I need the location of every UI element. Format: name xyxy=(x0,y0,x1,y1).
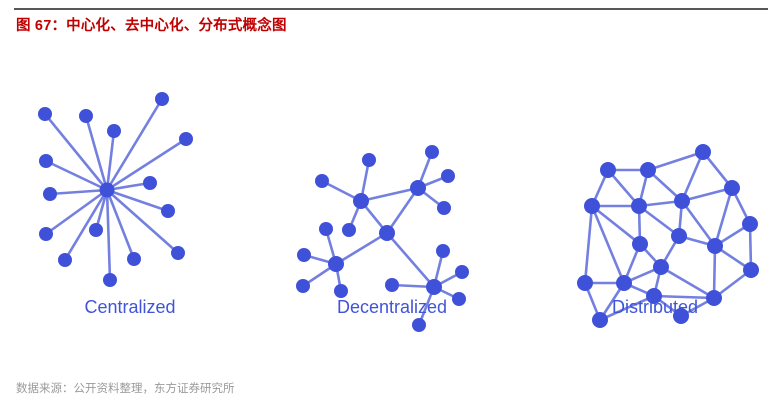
caption-decentralized: Decentralized xyxy=(336,297,448,317)
graph-edge xyxy=(84,114,109,192)
graph-node xyxy=(412,318,426,332)
graph-edge xyxy=(359,186,420,203)
graph-node xyxy=(653,259,669,275)
node-layer xyxy=(296,145,469,332)
graph-node xyxy=(315,174,329,188)
graph-centralized xyxy=(38,92,193,287)
node-layer xyxy=(577,144,759,328)
graph-node xyxy=(296,279,310,293)
graph-node xyxy=(107,124,121,138)
graph-node xyxy=(99,182,115,198)
graph-edge xyxy=(659,265,716,300)
graph-edge xyxy=(43,112,109,192)
graph-edge xyxy=(590,204,626,285)
graph-edge xyxy=(680,150,705,203)
graph-edge xyxy=(105,97,164,192)
graph-node xyxy=(426,279,442,295)
graph-edge xyxy=(105,129,116,192)
graph-node xyxy=(584,198,600,214)
graph-node xyxy=(38,107,52,121)
graph-edge xyxy=(637,204,681,238)
graph-edge xyxy=(712,244,717,300)
graph-node xyxy=(155,92,169,106)
graph-edge xyxy=(105,137,188,192)
graph-node xyxy=(161,204,175,218)
graph-node xyxy=(673,308,689,324)
graph-edge xyxy=(385,231,436,289)
graph-edge xyxy=(646,150,705,172)
graph-edge xyxy=(598,294,656,322)
diagram-plot-area xyxy=(0,48,782,348)
node-layer xyxy=(38,92,193,287)
graph-distributed xyxy=(577,144,759,328)
graph-node xyxy=(436,244,450,258)
graph-node xyxy=(171,246,185,260)
graph-node xyxy=(297,248,311,262)
graph-node xyxy=(143,176,157,190)
graph-node xyxy=(103,273,117,287)
graph-node xyxy=(127,252,141,266)
graph-node xyxy=(452,292,466,306)
top-divider-rule xyxy=(14,8,768,10)
graph-node xyxy=(43,187,57,201)
graph-edge xyxy=(105,188,112,282)
graph-node xyxy=(671,228,687,244)
graph-node xyxy=(39,154,53,168)
graph-node xyxy=(724,180,740,196)
graph-node xyxy=(743,262,759,278)
graph-node xyxy=(742,216,758,232)
graph-node xyxy=(353,193,369,209)
graph-node xyxy=(319,222,333,236)
graph-node xyxy=(646,288,662,304)
graph-node xyxy=(79,109,93,123)
graph-edge xyxy=(583,204,594,285)
caption-distributed: Distributed xyxy=(611,297,699,317)
graph-node xyxy=(577,275,593,291)
graph-node xyxy=(441,169,455,183)
graph-edge xyxy=(48,188,109,196)
graph-node xyxy=(425,145,439,159)
graph-node xyxy=(362,153,376,167)
graph-node xyxy=(58,253,72,267)
graph-node xyxy=(89,223,103,237)
graph-node xyxy=(592,312,608,328)
graph-edge xyxy=(105,188,136,261)
graph-edge xyxy=(44,159,109,192)
graph-node xyxy=(39,227,53,241)
graph-edge xyxy=(334,231,389,266)
source-note: 数据来源：公开资料整理，东方证券研究所 xyxy=(16,383,235,395)
graph-edge xyxy=(63,188,109,262)
graph-node xyxy=(674,193,690,209)
graph-edge xyxy=(44,188,109,236)
graph-node xyxy=(342,223,356,237)
graph-edge xyxy=(590,204,642,246)
graph-node xyxy=(632,236,648,252)
graph-node xyxy=(334,284,348,298)
graph-node xyxy=(707,238,723,254)
graph-node xyxy=(410,180,426,196)
graph-decentralized xyxy=(296,145,469,332)
graph-node xyxy=(631,198,647,214)
graph-edge xyxy=(385,186,420,235)
graph-edge xyxy=(105,188,170,213)
graph-node xyxy=(706,290,722,306)
graph-node xyxy=(379,225,395,241)
network-diagrams-svg xyxy=(38,92,759,332)
caption-centralized: Centralized xyxy=(84,297,176,317)
graph-edge xyxy=(680,199,717,248)
graph-node xyxy=(437,201,451,215)
graph-node xyxy=(616,275,632,291)
graph-node xyxy=(455,265,469,279)
graph-node xyxy=(695,144,711,160)
graph-edge xyxy=(680,186,734,203)
graph-node xyxy=(640,162,656,178)
graph-node xyxy=(328,256,344,272)
graph-node xyxy=(385,278,399,292)
figure-title: 图 67：中心化、去中心化、分布式概念图 xyxy=(16,18,287,34)
graph-node xyxy=(600,162,616,178)
graph-node xyxy=(179,132,193,146)
graph-edge xyxy=(105,188,180,255)
graph-edge xyxy=(652,294,716,300)
graph-edge xyxy=(713,186,734,248)
